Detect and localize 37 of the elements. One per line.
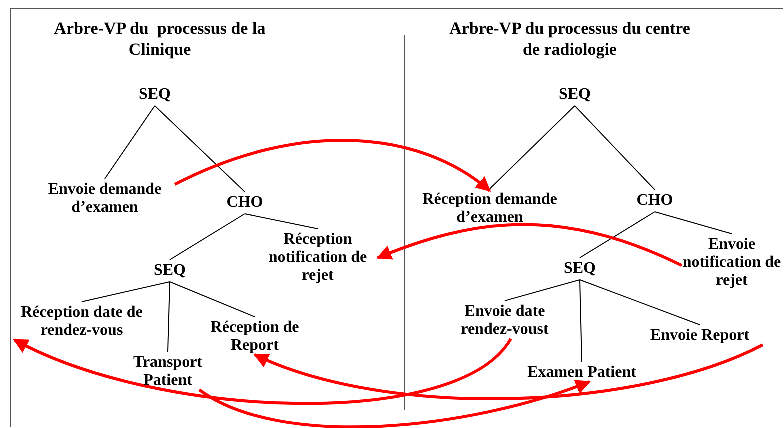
tree-line	[104, 106, 156, 180]
arrow	[254, 344, 764, 400]
tree-line	[244, 214, 318, 230]
tree-line	[504, 280, 580, 302]
tree-node-label: Transport Patient	[123, 354, 213, 390]
tree-node-label: SEQ	[550, 86, 600, 104]
tree-node-label: Réception date de rendez-vous	[7, 304, 157, 340]
tree-line	[168, 282, 170, 352]
tree-node-label: CHO	[220, 194, 270, 212]
tree-node-label: Envoie notification de rejet	[682, 236, 782, 290]
tree-node-label: Envoie date rendez-voust	[445, 303, 565, 339]
tree-node-label: CHO	[630, 192, 680, 210]
tree-line	[654, 212, 732, 234]
tree-node-label: SEQ	[555, 260, 605, 278]
tree-node-label: Envoie Report	[630, 327, 770, 345]
tree-line	[490, 106, 576, 190]
tree-line	[170, 214, 246, 260]
tree-title: Arbre-VP du processus du centre de radiologie	[448, 18, 692, 60]
tree-line	[580, 280, 582, 362]
tree-line	[580, 280, 700, 326]
arrow	[376, 223, 683, 268]
tree-title: Arbre-VP du processus de la Clinique	[53, 18, 267, 60]
tree-line	[154, 106, 246, 192]
tree-node-label: SEQ	[145, 262, 195, 280]
arrow	[198, 380, 591, 428]
tree-line	[82, 282, 170, 302]
tree-line	[170, 282, 256, 318]
tree-node-label: Réception demande d’examen	[415, 191, 565, 227]
tree-line	[574, 106, 656, 190]
tree-node-label: Réception de Report	[200, 319, 310, 355]
arrow	[13, 338, 512, 406]
tree-line	[580, 212, 656, 258]
tree-node-label: Réception notification de rejet	[258, 231, 378, 285]
tree-node-label: Envoie demande d’examen	[35, 181, 175, 217]
tree-node-label: SEQ	[130, 86, 180, 104]
arrow	[174, 139, 492, 192]
tree-node-label: Examen Patient	[507, 364, 657, 382]
